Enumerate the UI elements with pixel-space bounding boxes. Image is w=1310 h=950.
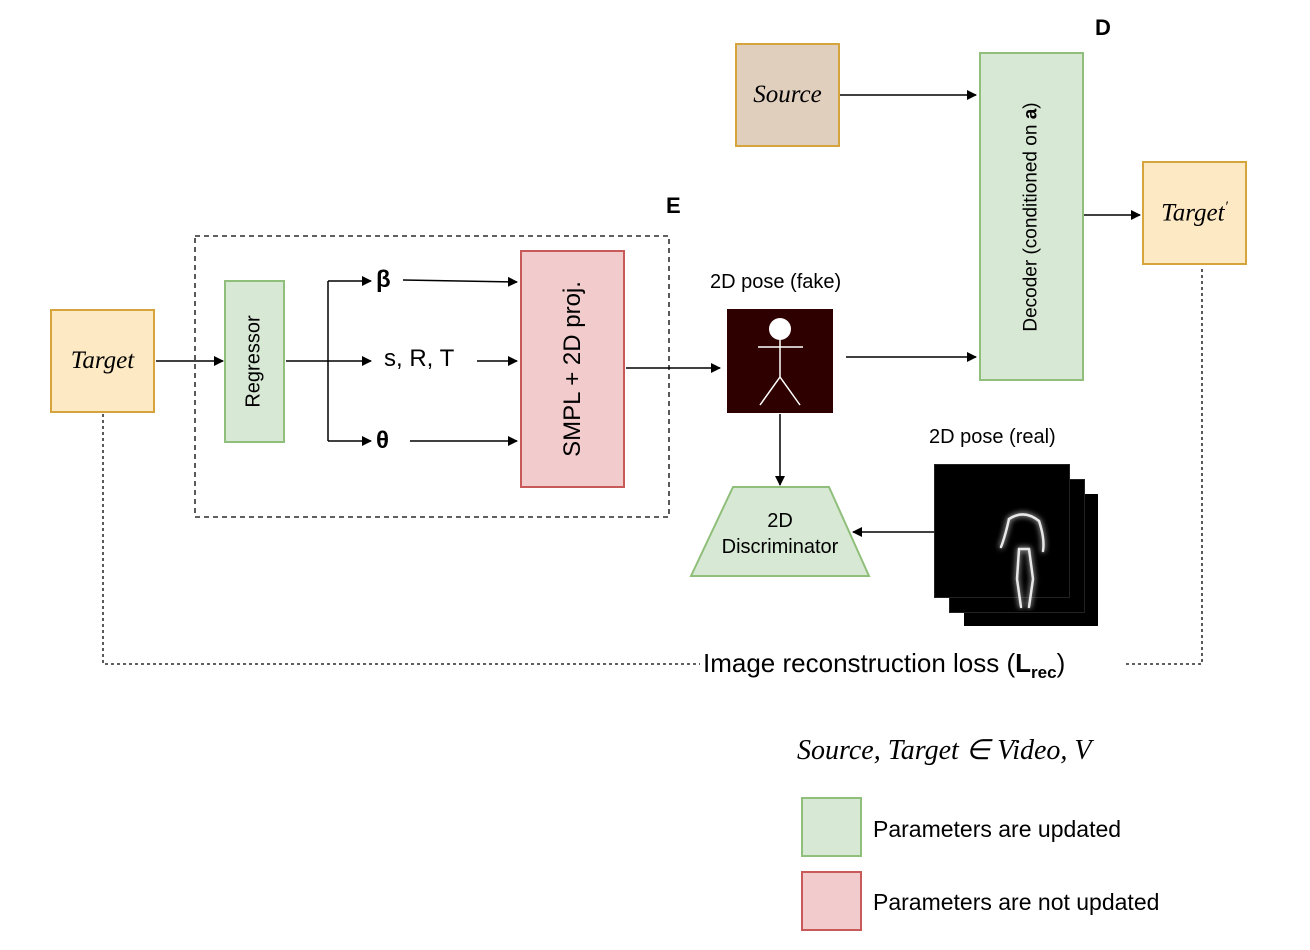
regressor-box: Regressor — [224, 280, 285, 443]
pose-fake-label: 2D pose (fake) — [710, 271, 842, 293]
legend-not-updated-label: Parameters are not updated — [873, 889, 1160, 915]
source-text: Source — [753, 81, 822, 108]
discriminator-shape — [689, 486, 871, 577]
legend-updated-label: Parameters are updated — [873, 816, 1122, 842]
decoder-label: D — [1095, 15, 1111, 40]
membership-formula: Source, Target ∈ Video, V — [797, 735, 1092, 766]
loss-path-left — [102, 414, 700, 665]
target-output-text: Target′ — [1161, 198, 1228, 227]
target-input-text: Target — [70, 347, 135, 374]
srt-label: s, R, T — [384, 345, 455, 372]
regressor-text: Regressor — [243, 315, 266, 408]
pose-fake-image — [727, 309, 833, 413]
stick-figure-icon — [758, 318, 803, 406]
target-output-box: Target′ — [1142, 161, 1247, 265]
legend-not-updated-swatch — [801, 871, 862, 931]
smpl-box: SMPL + 2D proj. — [520, 250, 625, 488]
theta-label: θ — [376, 427, 389, 454]
encoder-frame — [194, 235, 670, 518]
silhouette-icon — [999, 513, 1045, 609]
source-box: Source — [735, 43, 840, 147]
pose-real-stack — [934, 464, 1100, 628]
decoder-text: Decoder (conditioned on a) — [1020, 101, 1042, 332]
beta-label: β — [376, 266, 391, 293]
legend-updated-swatch — [801, 797, 862, 857]
decoder-box: Decoder (conditioned on a) — [979, 52, 1084, 381]
target-input-box: Target — [50, 309, 155, 413]
loss-path-right — [1126, 266, 1203, 665]
encoder-label: E — [666, 193, 681, 218]
discriminator-text: 2D Discriminator — [721, 510, 839, 558]
smpl-text: SMPL + 2D proj. — [558, 281, 586, 457]
arrow-beta-smpl — [402, 276, 518, 287]
pose-real-label: 2D pose (real) — [929, 426, 1056, 448]
loss-label: Image reconstruction loss (Lrec) — [703, 648, 1066, 682]
